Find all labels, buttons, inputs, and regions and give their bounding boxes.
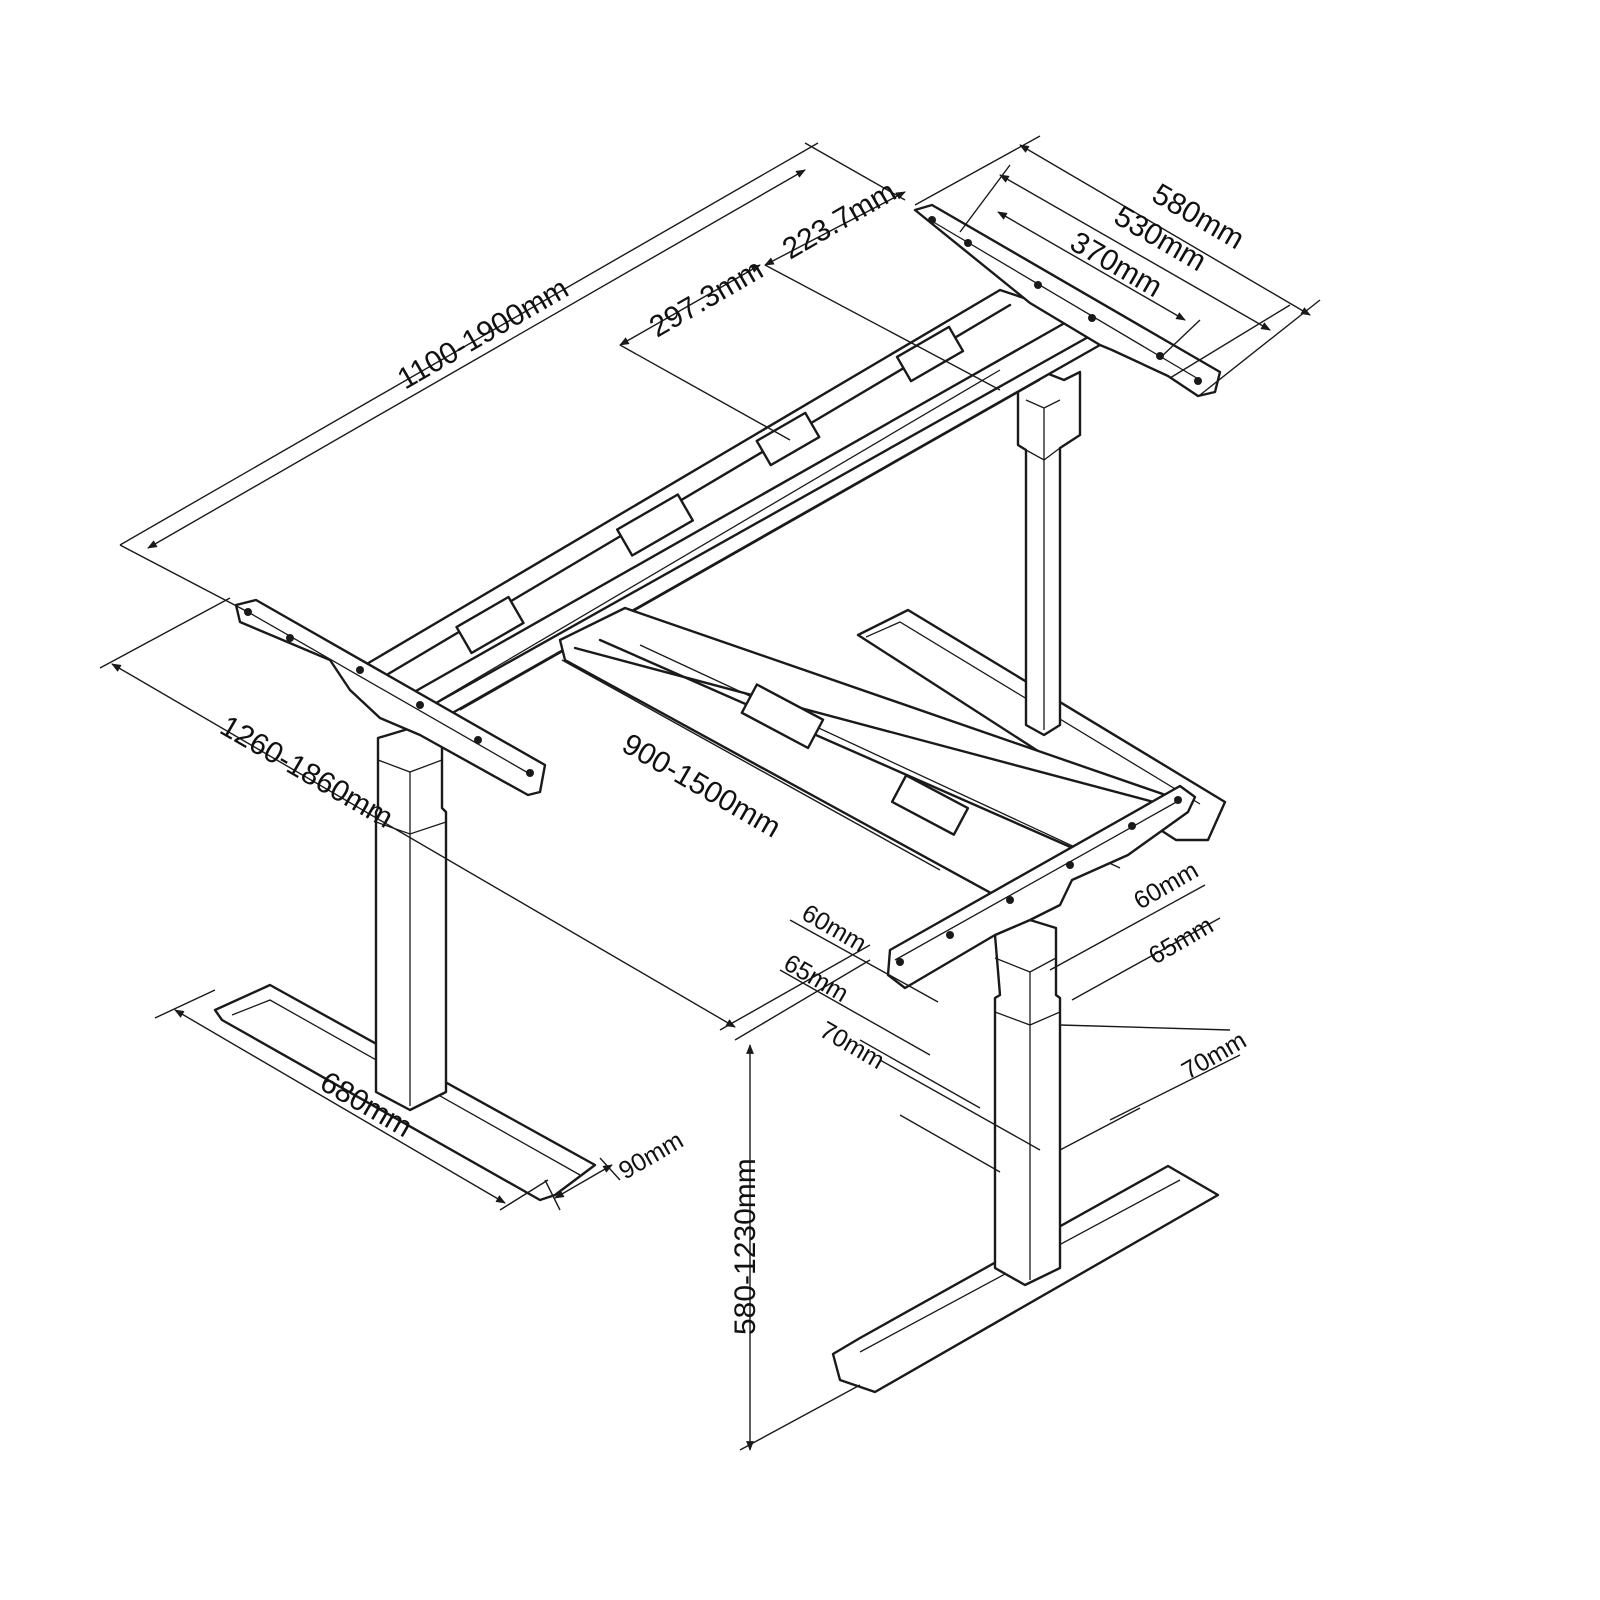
dim-col-65-right: 65mm (1144, 911, 1218, 970)
dim-foot-width: 90mm (614, 1126, 688, 1185)
back-right-leg (856, 360, 1227, 842)
dim-col-60-left: 60mm (797, 899, 871, 958)
dimension-lines (99, 135, 1321, 1451)
dim-height-range: 580-1230mm (729, 1158, 762, 1335)
dim-297-3: 297.3mm (644, 253, 769, 344)
dim-return-length: 1260-1860mm (215, 709, 399, 834)
front-right-bracket (886, 784, 1197, 990)
dim-223-7: 223.7mm (777, 175, 902, 266)
dim-overall-length: 1100-1900mm (392, 272, 574, 396)
front-right-leg (831, 918, 1220, 1394)
dim-col-70-right: 70mm (1177, 1026, 1251, 1085)
dim-col-65-left: 65mm (779, 949, 853, 1008)
